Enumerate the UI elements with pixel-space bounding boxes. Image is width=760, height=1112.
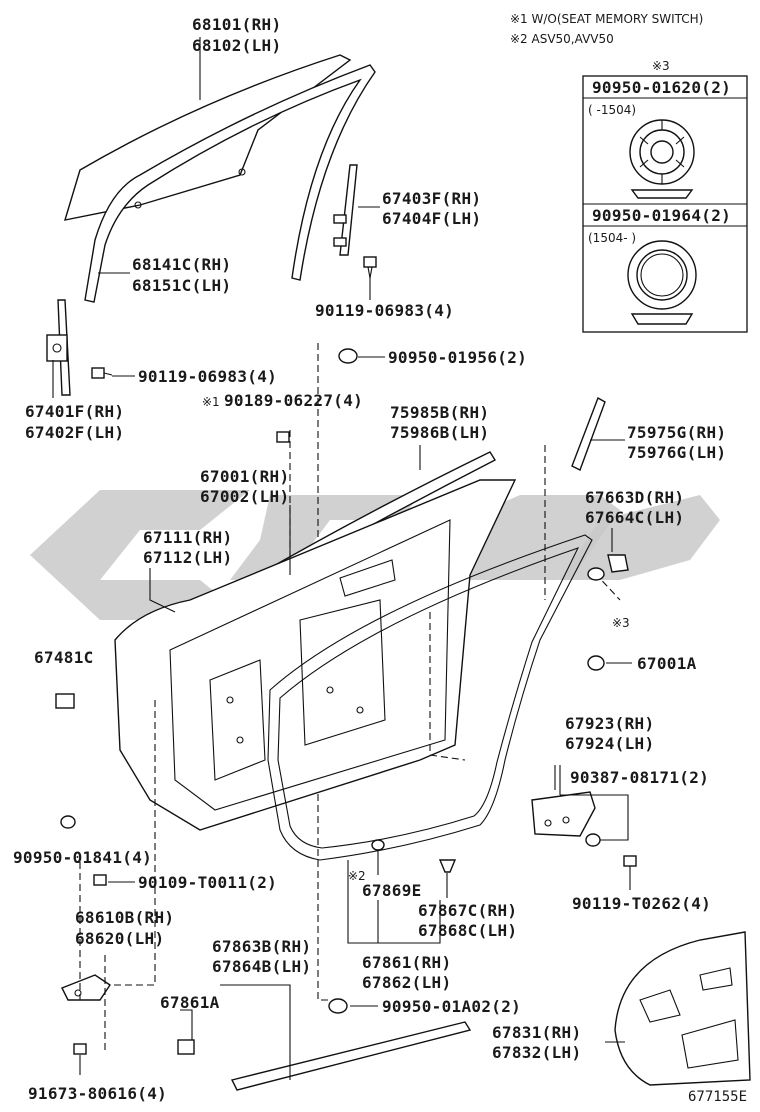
bolt-icon bbox=[91, 367, 113, 379]
label-67864b: 67864B(LH) bbox=[212, 957, 311, 976]
label-68101: 68101(RH) bbox=[192, 15, 281, 34]
label-67923: 67923(RH) bbox=[565, 714, 654, 733]
label-90189-06227: 90189-06227(4) bbox=[224, 391, 363, 410]
label-67001a: 67001A bbox=[637, 654, 697, 673]
door-hinge bbox=[61, 974, 111, 1001]
label-67863b: 67863B(RH) bbox=[212, 937, 311, 956]
inset-marker: ※3 bbox=[652, 59, 670, 73]
label-75975g: 75975G(RH) bbox=[627, 423, 726, 442]
label-67663d: 67663D(RH) bbox=[585, 488, 684, 507]
label-67111: 67111(RH) bbox=[143, 528, 232, 547]
door-bracket bbox=[531, 791, 596, 837]
label-67112: 67112(LH) bbox=[143, 548, 232, 567]
clip-icon bbox=[177, 1039, 195, 1055]
screw-icon bbox=[276, 431, 290, 443]
bolt-icon bbox=[363, 256, 377, 279]
label-67861a: 67861A bbox=[160, 993, 220, 1012]
label-75986b: 75986B(LH) bbox=[390, 423, 489, 442]
label-67401f: 67401F(RH) bbox=[25, 402, 124, 421]
label-67404f: 67404F(LH) bbox=[382, 209, 481, 228]
inset-top-part: 90950-01620(2) bbox=[592, 78, 731, 97]
label-67831: 67831(RH) bbox=[492, 1023, 581, 1042]
label-68151c: 68151C(LH) bbox=[132, 276, 231, 295]
label-90950-01841: 90950-01841(4) bbox=[13, 848, 152, 867]
label-67862: 67862(LH) bbox=[362, 973, 451, 992]
division-bar bbox=[333, 164, 358, 256]
bolt-icon bbox=[73, 1043, 87, 1055]
label-67402f: 67402F(LH) bbox=[25, 423, 124, 442]
pin-icon bbox=[371, 839, 385, 851]
label-90119-06983-a: 90119-06983(4) bbox=[315, 301, 454, 320]
label-90119-06983-b: 90119-06983(4) bbox=[138, 367, 277, 386]
label-67001: 67001(RH) bbox=[200, 467, 289, 486]
lower-moulding bbox=[230, 1021, 472, 1091]
plug-grommet-icon bbox=[629, 119, 695, 199]
figure-reference: 677155E bbox=[688, 1089, 747, 1105]
bolt-icon bbox=[93, 874, 107, 886]
label-68141c: 68141C(RH) bbox=[132, 255, 231, 274]
label-67481c: 67481C bbox=[34, 648, 94, 667]
clip-icon bbox=[338, 348, 358, 364]
clip-icon bbox=[585, 833, 601, 847]
grommet-icon bbox=[587, 567, 605, 581]
note-1: ※1 W/O(SEAT MEMORY SWITCH) bbox=[510, 12, 703, 26]
label-90387-08171: 90387-08171(2) bbox=[570, 768, 709, 787]
inset-bottom-part: 90950-01964(2) bbox=[592, 206, 731, 225]
label-90950-01a02: 90950-01A02(2) bbox=[382, 997, 521, 1016]
plug-round-icon bbox=[627, 240, 697, 325]
grommet-icon bbox=[60, 815, 76, 829]
label-90189-mark: ※1 bbox=[202, 395, 220, 409]
label-75976g: 75976G(LH) bbox=[627, 443, 726, 462]
label-67002: 67002(LH) bbox=[200, 487, 289, 506]
bolt-icon bbox=[623, 855, 637, 867]
label-90109-t0011: 90109-T0011(2) bbox=[138, 873, 277, 892]
note-2: ※2 ASV50,AVV50 bbox=[510, 32, 614, 46]
inset-top-range: ( -1504) bbox=[588, 103, 636, 117]
label-91673-80616: 91673-80616(4) bbox=[28, 1084, 167, 1103]
label-90950-01956: 90950-01956(2) bbox=[388, 348, 527, 367]
label-67867c: 67867C(RH) bbox=[418, 901, 517, 920]
label-90119-t0262: 90119-T0262(4) bbox=[572, 894, 711, 913]
window-regulator bbox=[46, 299, 71, 396]
door-panel bbox=[114, 479, 517, 831]
cap-icon bbox=[55, 693, 75, 709]
plug-icon bbox=[587, 655, 605, 671]
label-mark-2: ※2 bbox=[348, 869, 366, 883]
label-67869e: 67869E bbox=[362, 881, 422, 900]
label-67832: 67832(LH) bbox=[492, 1043, 581, 1062]
plug-icon bbox=[328, 998, 348, 1014]
label-67868c: 67868C(LH) bbox=[418, 921, 517, 940]
label-67924: 67924(LH) bbox=[565, 734, 654, 753]
label-68102: 68102(LH) bbox=[192, 36, 281, 55]
door-trim-board bbox=[614, 931, 751, 1086]
label-67861: 67861(RH) bbox=[362, 953, 451, 972]
bracket-icon bbox=[607, 554, 629, 573]
label-67664c: 67664C(LH) bbox=[585, 508, 684, 527]
glass-run-channel bbox=[84, 64, 376, 303]
label-mark-3: ※3 bbox=[612, 616, 630, 630]
label-67403f: 67403F(RH) bbox=[382, 189, 481, 208]
label-68620: 68620(LH) bbox=[75, 929, 164, 948]
label-75985b: 75985B(RH) bbox=[390, 403, 489, 422]
door-weatherstrip bbox=[267, 534, 593, 861]
inset-bottom-range: (1504- ) bbox=[588, 231, 636, 245]
inset-box: ※3 90950-01620(2) ( -1504) 90950-01964(2… bbox=[582, 59, 748, 333]
label-68610b: 68610B(RH) bbox=[75, 908, 174, 927]
pillar-garnish bbox=[571, 396, 606, 471]
clip-icon bbox=[438, 859, 457, 873]
